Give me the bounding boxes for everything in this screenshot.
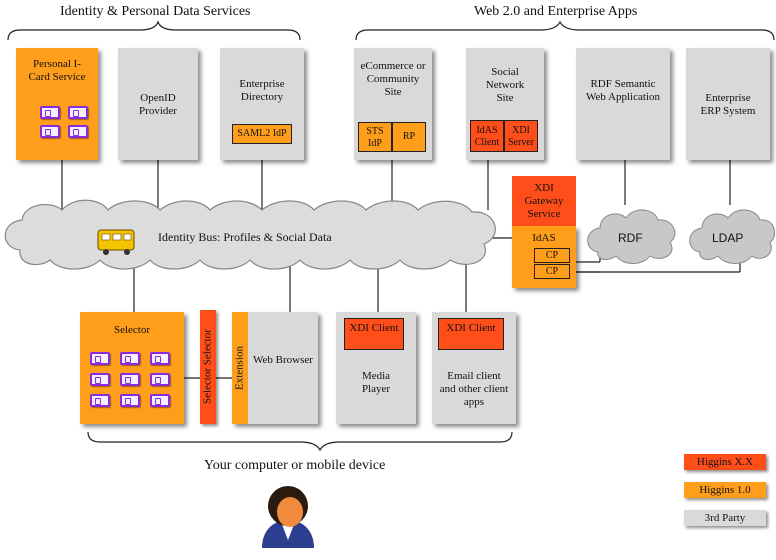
idas-box: IdAS CP CP: [512, 226, 576, 288]
icard-icon: [40, 106, 60, 119]
legend-higgins-xx: Higgins X.X: [684, 454, 766, 470]
extension-box: Extension: [232, 312, 248, 424]
xdi-gateway-label: XDI Gateway Service: [524, 182, 564, 220]
openid-label: OpenID Provider: [139, 92, 177, 117]
icard-icon: [90, 373, 110, 386]
enterprise-erp-box: Enterprise ERP System: [686, 48, 770, 160]
email-client-label: Email client and other client apps: [439, 370, 509, 408]
rdf-app-label: RDF Semantic Web Application: [586, 78, 660, 103]
icard-icon: [120, 352, 140, 365]
sts-idp-box: STS IdP: [358, 122, 392, 152]
saml2-idp-box: SAML2 IdP: [232, 124, 292, 144]
identity-bus-label: Identity Bus: Profiles & Social Data: [158, 230, 332, 244]
idas-label: IdAS: [532, 232, 556, 244]
cp-box: CP: [534, 264, 570, 279]
icard-icon: [40, 125, 60, 138]
legend-third-party: 3rd Party: [684, 510, 766, 526]
rdf-cloud: [587, 209, 676, 264]
icard-icon: [150, 394, 170, 407]
ecommerce-label: eCommerce or Community Site: [360, 60, 426, 98]
device-brace: [87, 431, 513, 452]
web20-apps-header: Web 2.0 and Enterprise Apps: [474, 4, 638, 19]
person-icon: [262, 486, 314, 548]
selector-selector-box: Selector Selector: [200, 310, 216, 424]
personal-icard-service-box: Personal I-Card Service: [16, 48, 98, 160]
cp-box: CP: [534, 248, 570, 263]
legend-higgins-10: Higgins 1.0: [684, 482, 766, 498]
xdi-client-media-box: XDI Client: [344, 318, 404, 350]
selector-box: Selector: [80, 312, 184, 424]
ecommerce-site-box: eCommerce or Community Site STS IdP RP: [354, 48, 432, 160]
media-player-label: Media Player: [361, 370, 391, 395]
icard-icon: [150, 373, 170, 386]
icard-icon: [68, 106, 88, 119]
icard-icon: [120, 373, 140, 386]
web-browser-label: Web Browser: [253, 354, 313, 366]
email-client-box: XDI Client Email client and other client…: [432, 312, 516, 424]
icard-icon: [90, 352, 110, 365]
social-network-label: Social Network Site: [485, 66, 525, 104]
rdf-cloud-label: RDF: [618, 231, 643, 245]
openid-provider-box: OpenID Provider: [118, 48, 198, 160]
enterprise-directory-label: Enterprise Directory: [239, 78, 285, 103]
extension-label: Extension: [233, 346, 246, 390]
ldap-cloud: [689, 209, 776, 264]
selector-label: Selector: [113, 324, 151, 336]
identity-services-header: Identity & Personal Data Services: [60, 4, 251, 19]
icard-icon: [68, 125, 88, 138]
idas-client-box: IdAS Client: [470, 120, 504, 152]
erp-label: Enterprise ERP System: [700, 92, 756, 117]
bus-icon: [97, 229, 135, 255]
enterprise-directory-box: Enterprise Directory SAML2 IdP: [220, 48, 304, 160]
xdi-gateway-service-box: XDI Gateway Service: [512, 176, 576, 226]
rp-box: RP: [392, 122, 426, 152]
icard-grid: [40, 106, 88, 138]
xdi-client-email-box: XDI Client: [438, 318, 504, 350]
icard-icon: [90, 394, 110, 407]
personal-icard-label: Personal I-Card Service: [28, 58, 86, 83]
icard-icon: [120, 394, 140, 407]
web20-brace: [355, 20, 775, 41]
rdf-semantic-web-app-box: RDF Semantic Web Application: [576, 48, 670, 160]
social-network-site-box: Social Network Site IdAS Client XDI Serv…: [466, 48, 544, 160]
selector-card-grid: [90, 352, 170, 407]
selector-selector-label: Selector Selector: [201, 329, 214, 405]
media-player-box: XDI Client Media Player: [336, 312, 416, 424]
icard-icon: [150, 352, 170, 365]
identity-brace: [7, 20, 301, 41]
ldap-cloud-label: LDAP: [712, 231, 744, 245]
xdi-server-box: XDI Server: [504, 120, 538, 152]
device-label: Your computer or mobile device: [204, 458, 386, 473]
